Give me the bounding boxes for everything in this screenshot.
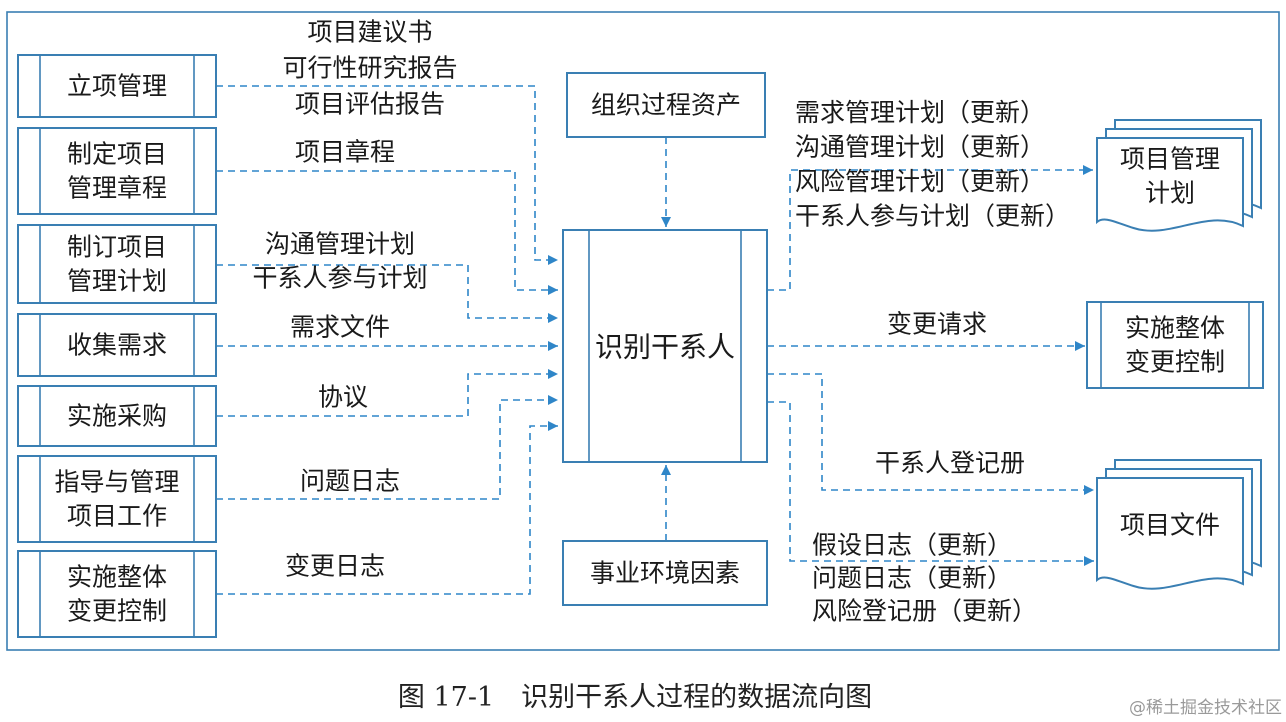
input-box-border bbox=[17, 127, 217, 215]
input-flow-label: 需求文件 bbox=[290, 313, 390, 342]
input-flow-label: 变更日志 bbox=[285, 552, 385, 581]
output-flow-label: 问题日志（更新） bbox=[812, 564, 1012, 593]
input-flow-label: 项目建议书 bbox=[307, 18, 432, 47]
flow-project-initiation bbox=[216, 85, 558, 261]
input-flow-label: 沟通管理计划 bbox=[265, 230, 415, 259]
flow-pm-plan-in-head bbox=[548, 313, 558, 323]
figure-caption: 图 17-1 识别干系人过程的数据流向图 bbox=[398, 682, 872, 713]
input-box-border bbox=[17, 54, 217, 118]
output-flow-label: 风险管理计划（更新） bbox=[795, 167, 1045, 196]
document-sheet bbox=[1096, 137, 1244, 232]
document-label: 项目文件 bbox=[1120, 511, 1220, 540]
input-box-label: 实施采购 bbox=[67, 402, 167, 431]
document-label: 计划 bbox=[1145, 179, 1195, 208]
input-box-label: 实施整体 bbox=[67, 563, 167, 592]
document-label: 项目管理 bbox=[1120, 145, 1220, 174]
flow-charter-head bbox=[548, 285, 558, 295]
output-box-border bbox=[1086, 301, 1264, 389]
flow-env-factors-head bbox=[661, 465, 671, 475]
input-box-label: 制订项目 bbox=[67, 233, 167, 262]
input-box-border bbox=[17, 455, 217, 543]
flow-requirements-head bbox=[548, 341, 558, 351]
flow-procurement-head bbox=[548, 369, 558, 379]
output-flow-label: 需求管理计划（更新） bbox=[795, 98, 1045, 127]
org-assets-label: 组织过程资产 bbox=[591, 91, 741, 120]
org-assets-border bbox=[566, 72, 766, 138]
input-box-label: 管理计划 bbox=[67, 267, 167, 296]
flow-project-work bbox=[216, 399, 558, 500]
output-flow-label: 变更请求 bbox=[887, 310, 987, 339]
flow-procurement bbox=[216, 373, 558, 417]
flow-change-log bbox=[216, 425, 558, 595]
env-factors-border bbox=[562, 540, 768, 606]
env-factors-label: 事业环境因素 bbox=[590, 559, 740, 588]
input-flow-label: 问题日志 bbox=[300, 467, 400, 496]
flow-pm-plan-in bbox=[216, 264, 558, 319]
org-assets-box: 组织过程资产 bbox=[566, 72, 766, 138]
input-flow-label: 协议 bbox=[318, 383, 368, 412]
input-box-label: 指导与管理 bbox=[54, 468, 179, 497]
flow-project-docs bbox=[767, 401, 1094, 562]
flow-pm-plan-out-head bbox=[1083, 165, 1093, 175]
output-flow-label: 风险登记册（更新） bbox=[812, 597, 1037, 626]
output-box-inner bbox=[1100, 301, 1250, 389]
process-label: 识别干系人 bbox=[595, 331, 735, 364]
flow-project-docs-head bbox=[1084, 556, 1094, 566]
diagram-frame bbox=[6, 11, 1280, 651]
flow-pm-plan-out bbox=[767, 169, 1093, 291]
flow-labels: 项目建议书可行性研究报告项目评估报告项目章程沟通管理计划干系人参与计划需求文件协… bbox=[252, 18, 1070, 626]
flow-org-assets-head bbox=[661, 217, 671, 227]
input-box-4: 收集需求 bbox=[17, 313, 217, 377]
flow-stakeholder-register-head bbox=[1084, 485, 1094, 495]
output-flow-label: 沟通管理计划（更新） bbox=[795, 132, 1045, 161]
output-box-label: 变更控制 bbox=[1125, 348, 1225, 377]
output-flow-label: 假设日志（更新） bbox=[812, 531, 1012, 560]
input-flow-label: 可行性研究报告 bbox=[282, 54, 457, 83]
input-box-border bbox=[17, 224, 217, 304]
watermark: @稀土掘金技术社区 bbox=[1129, 698, 1282, 718]
input-box-label: 项目工作 bbox=[67, 502, 167, 531]
flow-stakeholder-register bbox=[767, 373, 1094, 491]
flow-change-request-head bbox=[1075, 341, 1085, 351]
env-factors-box: 事业环境因素 bbox=[562, 540, 768, 606]
input-box-label: 管理章程 bbox=[67, 174, 167, 203]
flow-charter bbox=[216, 170, 558, 291]
flow-change-log-head bbox=[548, 421, 558, 431]
input-box-label: 立项管理 bbox=[67, 72, 167, 101]
output-box-label: 实施整体 bbox=[1125, 314, 1225, 343]
input-flow-label: 干系人参与计划 bbox=[252, 264, 427, 293]
output-flow-label: 干系人参与计划（更新） bbox=[795, 201, 1070, 230]
input-box-1: 立项管理 bbox=[17, 54, 217, 118]
flow-project-work-head bbox=[548, 395, 558, 405]
input-box-border bbox=[17, 385, 217, 447]
input-flow-label: 项目评估报告 bbox=[295, 90, 445, 119]
output-flow-label: 干系人登记册 bbox=[875, 449, 1025, 478]
input-box-label: 收集需求 bbox=[67, 331, 167, 360]
input-box-border bbox=[17, 313, 217, 377]
boxes: 立项管理制定项目管理章程制订项目管理计划收集需求实施采购指导与管理项目工作实施整… bbox=[17, 54, 1264, 638]
process-box-border bbox=[562, 229, 768, 463]
flow-project-initiation-head bbox=[548, 255, 558, 265]
flow-arrows bbox=[216, 85, 1094, 595]
output-project-docs: 项目文件 bbox=[1096, 459, 1262, 590]
process-box: 识别干系人 bbox=[562, 229, 768, 463]
input-box-label: 变更控制 bbox=[67, 597, 167, 626]
input-box-5: 实施采购 bbox=[17, 385, 217, 447]
input-box-border bbox=[17, 550, 217, 638]
input-box-label: 制定项目 bbox=[67, 140, 167, 169]
document-sheet bbox=[1096, 477, 1244, 590]
input-flow-label: 项目章程 bbox=[295, 138, 395, 167]
